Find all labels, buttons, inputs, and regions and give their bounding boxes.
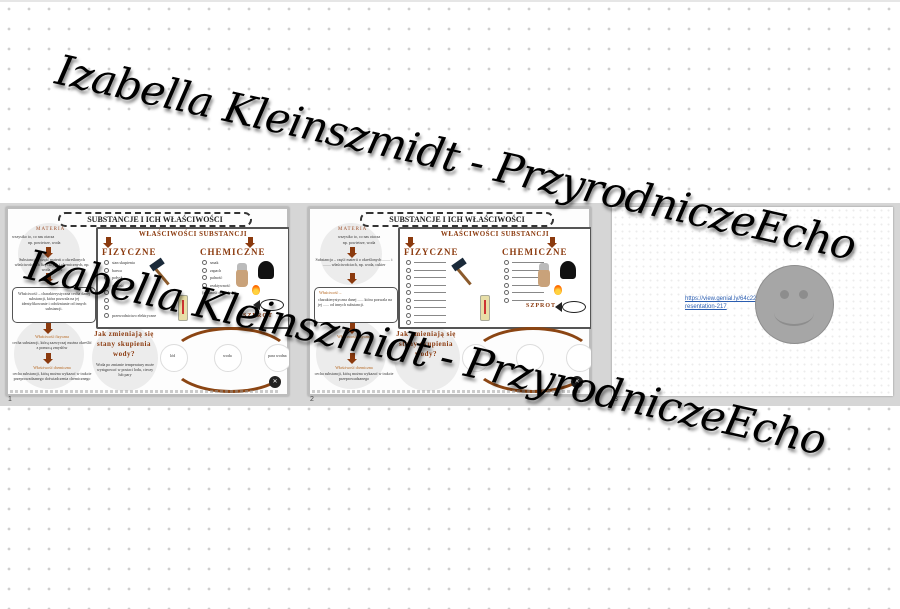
chemiczna-label: Właściwość chemiczna [33, 365, 71, 370]
chemiczne-heading: CHEMICZNE [200, 247, 266, 257]
smiley-eye [799, 290, 808, 299]
down-arrow-icon [103, 237, 113, 248]
properties-frame: WŁAŚCIWOŚCI SUBSTANCJI FIZYCZNE CHEMICZN… [96, 227, 289, 329]
down-arrow-icon [245, 237, 255, 248]
thermometer-icon [178, 295, 188, 321]
down-arrow-icon [43, 353, 53, 364]
genially-link[interactable]: https://view.genial.ly/64c22 resentation… [685, 296, 757, 310]
state-circle-ice: lód [160, 344, 188, 372]
down-arrow-icon [347, 273, 357, 284]
fish-icon [253, 299, 284, 311]
down-arrow-icon [347, 323, 357, 334]
down-arrow-icon [43, 247, 53, 258]
state-circle-ice [462, 344, 490, 372]
smiley-eye [780, 290, 789, 299]
drinking-person-icon [258, 261, 274, 279]
background-circle [394, 325, 460, 391]
water-states-text: Woda po zmianie temperatury może występo… [96, 362, 154, 377]
materia-example: np. powietrze, woda [28, 240, 61, 245]
genially-button-icon: ✕ [571, 376, 583, 388]
chemiczne-blanks [504, 259, 544, 304]
chemiczna-label: Właściwość chemiczna [335, 365, 373, 370]
slide-title: SUBSTANCJE I ICH WŁAŚCIWOŚCI [360, 212, 554, 227]
water-states-question: Jak zmieniają się stany skupienia wody? [94, 330, 154, 358]
wlasciwosc-box: Właściwość – charakterystyczna cecha dan… [12, 287, 96, 323]
fizyczne-heading: FIZYCZNE [404, 247, 459, 257]
state-circle-water: woda [214, 344, 242, 372]
properties-title: WŁAŚCIWOŚCI SUBSTANCJI [138, 230, 248, 238]
worksheet-slide: SUBSTANCJE I ICH WŁAŚCIWOŚCI MATERIA wsz… [308, 207, 591, 396]
slide-number-3: 3 [614, 396, 618, 403]
down-arrow-icon [43, 323, 53, 334]
fizyczne-list: stan skupienia barwa połysk gęstość prze… [104, 259, 156, 319]
slide-number-2: 2 [310, 396, 314, 403]
smiley-face-icon [755, 265, 834, 344]
smiley-mouth [774, 300, 814, 326]
szprot-label: SZPROT [526, 303, 557, 309]
top-border [0, 0, 900, 2]
materia-heading: MATERIA [338, 227, 368, 232]
genially-button-icon: ✕ [269, 376, 281, 388]
fizyczna-label: Właściwość fizyczna [35, 334, 69, 339]
drinking-person-icon [560, 261, 576, 279]
chef-icon [538, 263, 550, 287]
fizyczna-text: cecha substancji, którą zazwyczaj można … [12, 340, 92, 350]
chemiczne-heading: CHEMICZNE [502, 247, 568, 257]
thermometer-icon [480, 295, 490, 321]
footer-note [312, 390, 582, 393]
materia-heading: MATERIA [36, 227, 66, 232]
wlasciwosc-box: Właściwość – charakterystyczna danej ...… [314, 287, 398, 323]
water-states-question: Jak zmieniają się stany skupienia wody? [396, 330, 456, 358]
worksheet-slide: SUBSTANCJE I ICH WŁAŚCIWOŚCI MATERIA wsz… [6, 207, 289, 396]
state-circle-vapor [566, 344, 591, 372]
down-arrow-icon [347, 247, 357, 258]
down-arrow-icon [405, 237, 415, 248]
properties-title: WŁAŚCIWOŚCI SUBSTANCJI [440, 230, 550, 238]
slide-thumbnail-1[interactable]: SUBSTANCJE I ICH WŁAŚCIWOŚCI MATERIA wsz… [6, 207, 289, 396]
down-arrow-icon [347, 353, 357, 364]
chemiczna-text: cecha substancji, którą można wykazać w … [12, 371, 92, 381]
slide-thumbnail-3[interactable]: https://view.genial.ly/64c22 resentation… [612, 207, 893, 396]
fire-icon [252, 285, 260, 295]
wlasciwosc-text: charakterystyczna danej ...... która poz… [318, 297, 392, 307]
fizyczna-label: Właściwość fizyczna [337, 334, 371, 339]
fizyczne-blanks [406, 259, 446, 327]
state-circle-water [516, 344, 544, 372]
fish-icon [555, 301, 586, 313]
substancja-text: Substancja – część materii o określonych… [315, 257, 393, 267]
wlasciwosc-label: Właściwość – [319, 290, 342, 295]
wlasciwosc-text: Właściwość – charakterystyczna cecha dan… [18, 291, 90, 311]
background-circle [92, 325, 158, 391]
substancja-text: Substancja – część materii o określonych… [14, 257, 90, 272]
state-circle-vapor: para wodna [264, 344, 289, 372]
szprot-label: SZPROT [243, 313, 274, 319]
materia-text: wszystko to, co nas otacza [12, 234, 55, 239]
chemiczne-list: smak zapach palność reaktywność (zdolnoś… [202, 260, 236, 296]
fire-icon [554, 285, 562, 295]
chemiczna-text: cecha substancji, którą można wykazać w … [314, 371, 394, 381]
materia-text: wszystko to, co nas otacza [337, 234, 381, 239]
chef-icon [236, 263, 248, 287]
down-arrow-icon [43, 273, 53, 284]
slide-number-1: 1 [8, 396, 12, 403]
slide-thumbnail-2[interactable]: SUBSTANCJE I ICH WŁAŚCIWOŚCI MATERIA wsz… [308, 207, 591, 396]
fizyczne-heading: FIZYCZNE [102, 247, 157, 257]
slide-title: SUBSTANCJE I ICH WŁAŚCIWOŚCI [58, 212, 252, 227]
footer-note [10, 390, 280, 393]
properties-frame: WŁAŚCIWOŚCI SUBSTANCJI FIZYCZNE CHEMICZN… [398, 227, 591, 329]
materia-example: np. powietrze, woda [342, 240, 376, 245]
down-arrow-icon [547, 237, 557, 248]
